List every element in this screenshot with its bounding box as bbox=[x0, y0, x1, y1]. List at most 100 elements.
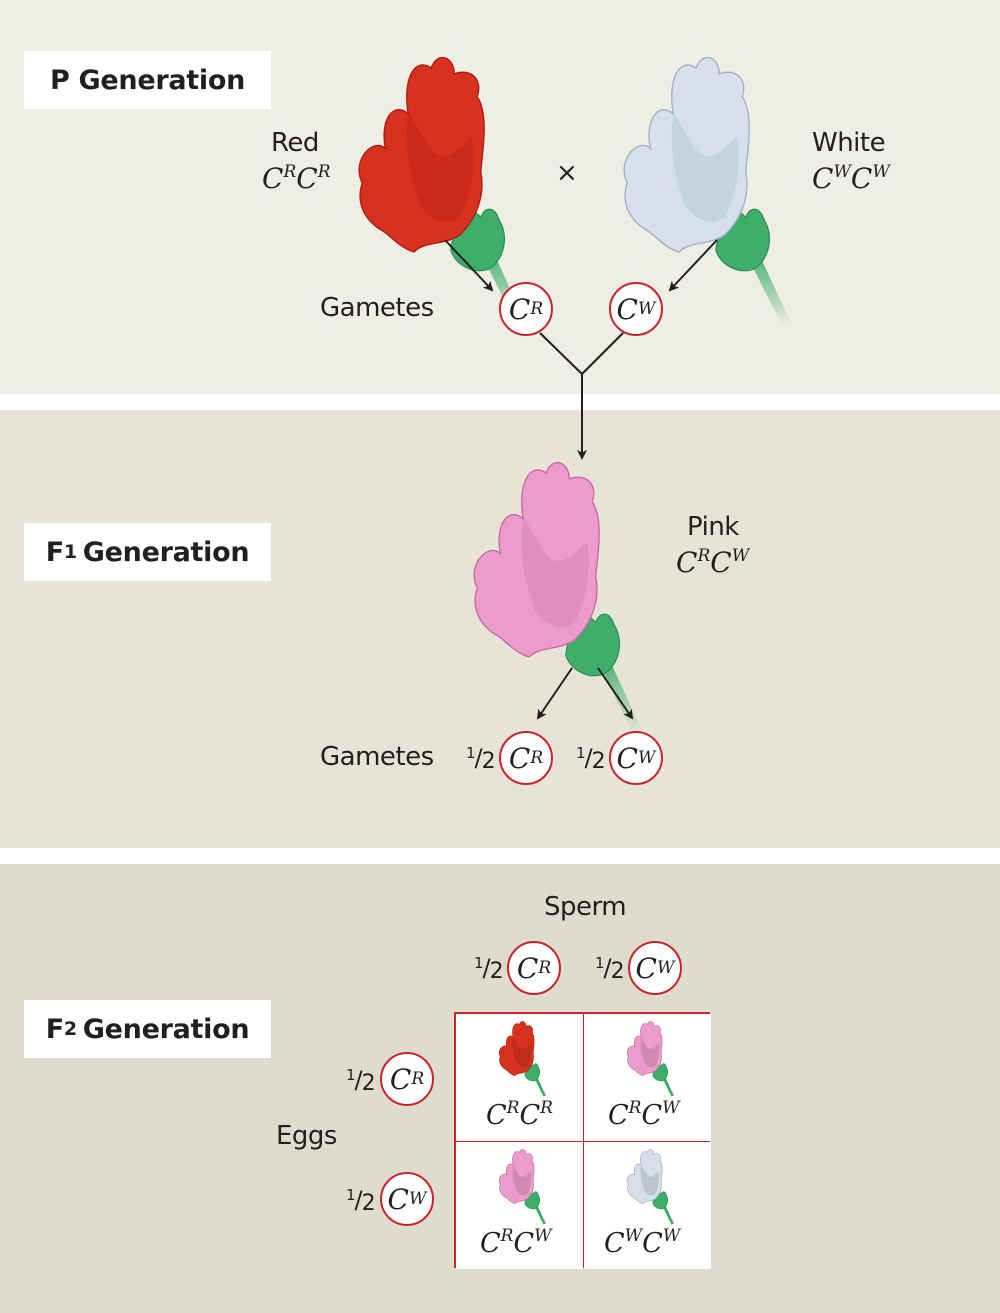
f2-label-rest: Generation bbox=[82, 1013, 250, 1045]
allele-sup: W bbox=[637, 748, 656, 768]
p-gametes-label: Gametes bbox=[320, 293, 434, 323]
fraction-numerator: 1 bbox=[466, 744, 476, 762]
allele-sup: R bbox=[506, 1098, 520, 1118]
egg-w-fraction: 1/2 bbox=[346, 1186, 376, 1216]
f2-label-letter: F bbox=[45, 1013, 64, 1045]
p-generation-text: P Generation bbox=[49, 64, 246, 96]
allele-base: C bbox=[508, 741, 531, 775]
cell-genotype: CWCW bbox=[604, 1226, 680, 1259]
allele-base: C bbox=[519, 1100, 541, 1131]
allele-base: C bbox=[604, 1228, 625, 1259]
pink-phenotype-label: Pink bbox=[687, 512, 739, 542]
f1-label-subscript: 1 bbox=[63, 541, 77, 563]
sperm-label: Sperm bbox=[544, 892, 627, 922]
allele-sup: W bbox=[656, 958, 675, 978]
allele-base: C bbox=[676, 546, 698, 579]
allele-base: C bbox=[508, 292, 531, 326]
cell-genotype: CRCR bbox=[486, 1098, 553, 1131]
allele-base: C bbox=[812, 162, 834, 195]
allele-sup: W bbox=[624, 1226, 643, 1246]
allele-base: C bbox=[262, 162, 284, 195]
fraction-slash: / bbox=[482, 954, 491, 982]
allele-base: C bbox=[296, 162, 318, 195]
allele-base: C bbox=[608, 1100, 629, 1131]
f1-gamete-r-fraction: 1/2 bbox=[466, 744, 496, 774]
fraction-slash: / bbox=[603, 954, 612, 982]
allele-base: C bbox=[635, 951, 657, 985]
allele-sup: W bbox=[637, 299, 656, 319]
allele-base: C bbox=[389, 1062, 412, 1096]
pink-flower-icon bbox=[627, 1021, 674, 1097]
f1-gametes-label: Gametes bbox=[320, 742, 434, 772]
flower-petal-shade bbox=[512, 1037, 532, 1068]
flower-stem bbox=[661, 1074, 674, 1097]
flower-stem bbox=[661, 1202, 674, 1225]
flower-petal-shade bbox=[640, 1165, 660, 1196]
f1-label-rest: Generation bbox=[82, 536, 250, 568]
fraction-numerator: 1 bbox=[346, 1066, 356, 1084]
punnett-divider-horizontal bbox=[456, 1140, 708, 1142]
fraction-slash: / bbox=[354, 1186, 363, 1214]
fraction-denominator: 2 bbox=[481, 749, 496, 774]
cross-symbol: × bbox=[556, 158, 578, 188]
punnett-cell: CRCR bbox=[456, 1014, 583, 1141]
pink-flower-icon bbox=[499, 1149, 546, 1225]
red-flower-icon bbox=[499, 1021, 546, 1097]
allele-base: C bbox=[710, 546, 732, 579]
allele-base: C bbox=[387, 1182, 409, 1216]
allele-base: C bbox=[486, 1100, 507, 1131]
punnett-cell: CRCW bbox=[584, 1014, 711, 1141]
allele-sup: R bbox=[530, 748, 544, 768]
allele-base: C bbox=[616, 292, 638, 326]
allele-sup: W bbox=[662, 1226, 681, 1246]
f1-gamete-w-fraction: 1/2 bbox=[576, 744, 606, 774]
flower-petal-shade bbox=[512, 1165, 532, 1196]
p-generation-label: P Generation bbox=[24, 51, 271, 109]
allele-sup: W bbox=[662, 1098, 680, 1118]
cell-genotype: CRCW bbox=[480, 1226, 552, 1259]
fraction-denominator: 2 bbox=[361, 1191, 376, 1216]
fraction-slash: / bbox=[474, 744, 483, 772]
flower-petal-shade bbox=[640, 1037, 660, 1068]
red-genotype: CRCR bbox=[262, 162, 331, 195]
fraction-slash: / bbox=[354, 1066, 363, 1094]
f1-generation-section bbox=[0, 410, 1000, 848]
flower-stem bbox=[533, 1074, 546, 1097]
egg-r-fraction: 1/2 bbox=[346, 1066, 376, 1096]
fraction-numerator: 1 bbox=[474, 954, 484, 972]
fraction-slash: / bbox=[584, 744, 593, 772]
allele-sup: R bbox=[540, 1098, 553, 1118]
white-phenotype-label: White bbox=[812, 128, 886, 158]
allele-base: C bbox=[513, 1228, 535, 1259]
allele-sup: R bbox=[530, 299, 544, 319]
allele-sup: R bbox=[317, 162, 331, 182]
allele-base: C bbox=[850, 162, 873, 195]
allele-base: C bbox=[642, 1228, 663, 1259]
allele-base: C bbox=[641, 1100, 663, 1131]
cell-genotype: CRCW bbox=[608, 1098, 680, 1131]
allele-sup: W bbox=[534, 1226, 552, 1246]
allele-base: C bbox=[480, 1228, 501, 1259]
f1-label-letter: F bbox=[45, 536, 64, 568]
allele-base: C bbox=[616, 741, 638, 775]
punnett-cell: CRCW bbox=[456, 1142, 583, 1269]
allele-base: C bbox=[516, 951, 539, 985]
red-phenotype-label: Red bbox=[271, 128, 319, 158]
allele-sup: R bbox=[500, 1226, 514, 1246]
fraction-denominator: 2 bbox=[361, 1071, 376, 1096]
fraction-denominator: 2 bbox=[489, 959, 504, 984]
allele-sup: W bbox=[833, 162, 851, 182]
sperm-w-fraction: 1/2 bbox=[595, 954, 625, 984]
eggs-label: Eggs bbox=[276, 1121, 337, 1151]
fraction-numerator: 1 bbox=[346, 1186, 356, 1204]
fraction-numerator: 1 bbox=[576, 744, 586, 762]
allele-sup: W bbox=[408, 1189, 427, 1209]
allele-sup: R bbox=[697, 546, 711, 566]
